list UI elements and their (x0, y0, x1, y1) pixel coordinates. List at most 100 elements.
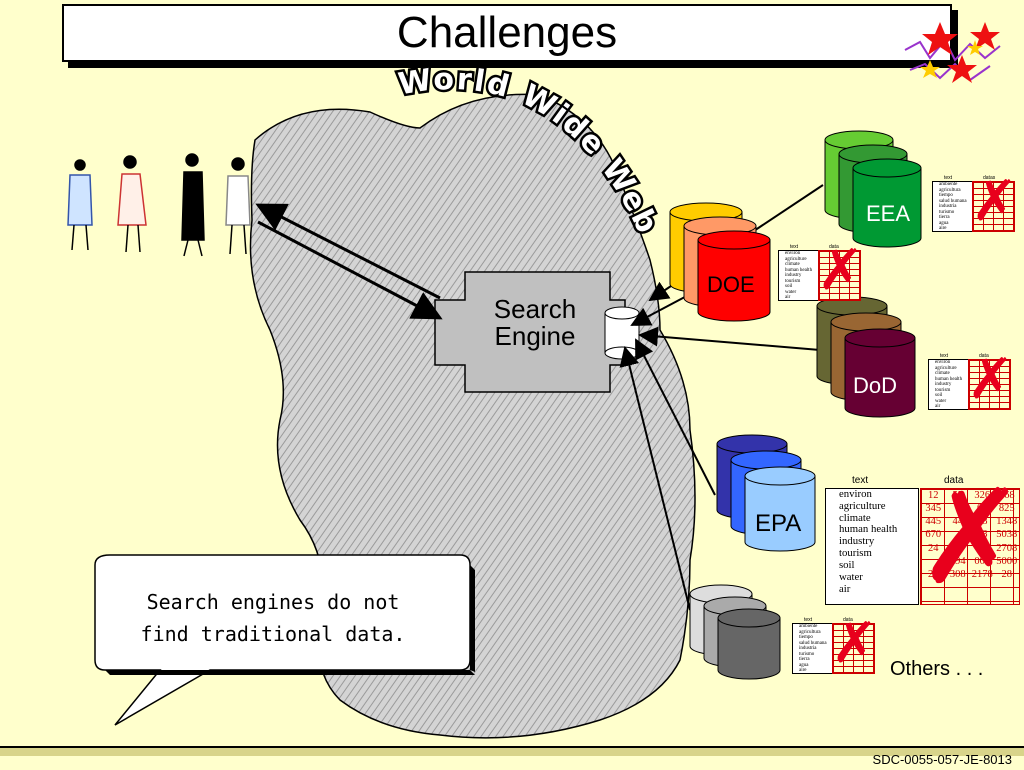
red-cross-icon: ✗ (967, 347, 1014, 412)
table-text-item: soil (785, 284, 793, 289)
table-text-item: air (839, 582, 851, 595)
table-text-item: agricultura (939, 187, 961, 193)
footer-bar: SDC-0055-057-JE-8013 (0, 746, 1024, 770)
table-text-item: agricultura (799, 629, 821, 635)
database-cylinder (744, 466, 816, 552)
table-data-cell: 326 (974, 490, 991, 501)
database-stack-eea (824, 130, 922, 248)
table-text-item: environ (839, 488, 872, 500)
table-text-item: environ (935, 360, 951, 365)
table-text-header: text (944, 175, 953, 181)
table-text-item: aire (799, 668, 807, 673)
page-title: Challenges (396, 8, 618, 57)
table-data-grid (832, 623, 875, 674)
table-text-item: tiempo (939, 193, 953, 198)
table-data-cell: 825 (998, 503, 1015, 515)
database-layer (669, 130, 922, 680)
table-text-item: agua (939, 220, 949, 226)
title-box: Challenges (62, 4, 952, 62)
table-text-item: agriculture (785, 256, 807, 262)
table-data-cell: 00 (977, 503, 988, 515)
table-data-cell: 670 (925, 529, 942, 541)
table-data-cell: 308 (949, 568, 966, 580)
table-data-cell: 28 (1001, 568, 1013, 580)
person-icon-4 (225, 157, 251, 255)
table-text-item: air (935, 404, 941, 409)
database-stack-dod (816, 296, 916, 418)
table-text-item: salud humana (799, 640, 827, 646)
table-text-item: industria (939, 204, 957, 209)
red-cross-icon: ✗ (831, 611, 878, 676)
table-data-row: 24 2708 (921, 542, 1019, 555)
table-text-item: tierra (939, 215, 950, 220)
person-icon-1 (67, 159, 93, 251)
table-data-cell: 12 (928, 490, 939, 501)
table-text-item: tourism (839, 547, 872, 560)
table-text-item: water (785, 289, 797, 295)
database-cylinder (717, 608, 781, 680)
table-data-cell: 1348 (996, 516, 1018, 528)
table-data-header: data (843, 617, 853, 623)
table-data-header: data (829, 244, 839, 250)
table-text-item: tiempo (799, 635, 813, 640)
table-data-grid (818, 250, 861, 301)
table-text-item: air (785, 295, 791, 300)
callout-text: Search engines do not find traditional d… (108, 586, 438, 650)
db-label-eea: EEA (866, 201, 911, 226)
person-icon-2 (117, 155, 147, 253)
red-cross-icon: ✗ (971, 169, 1018, 234)
table-data-cell: 2178 (971, 568, 993, 580)
table-data-cell: 445 (925, 516, 942, 528)
others-label: Others . . . (890, 658, 984, 680)
table-text-item: agriculture (839, 499, 886, 512)
table-text-item: industria (799, 646, 817, 651)
search-engine-label-line1: Search (493, 294, 577, 324)
connector-others (619, 346, 691, 611)
table-text-item: tierra (799, 657, 810, 662)
table-data-cell: 5038 (996, 529, 1018, 541)
table-text-item: agua (799, 662, 809, 668)
people-icons (67, 153, 251, 257)
table-data-grid (972, 181, 1015, 232)
table-text-item: environ (785, 251, 801, 256)
table-text-item: ambiente (799, 624, 818, 629)
database-cylinder (844, 328, 916, 418)
table-text-header: text (790, 244, 799, 250)
database-stack-doe (669, 202, 771, 322)
table-text-item: human health (785, 267, 813, 273)
table-text-header: text (804, 617, 813, 623)
table-text-item: climate (839, 511, 871, 524)
database-cylinder (852, 158, 922, 248)
table-text-item: human health (935, 376, 963, 382)
connector-epa (635, 338, 716, 496)
starburst-decoration (904, 22, 1001, 83)
arrow-people-to-engine (257, 220, 443, 320)
db-label-doe: DOE (707, 272, 755, 297)
table-text-header: text (852, 475, 869, 486)
table-text-item: agriculture (935, 365, 957, 371)
table-text-item: tourism (935, 387, 951, 393)
table-text-item: soil (839, 558, 855, 571)
table-data-cell: 2708 (996, 542, 1018, 554)
table-text-item: industry (839, 535, 875, 548)
table-text-item: soil (935, 393, 943, 398)
db-label-dod: DoD (853, 373, 898, 398)
table-data-cell: 008 (974, 555, 991, 567)
table-data-cell: 368 (998, 490, 1015, 501)
connector-dod (638, 326, 821, 351)
search-engine-label-line2: Engine (494, 321, 576, 351)
table-text-item: turismo (939, 209, 955, 215)
table-data-cell: 24 (928, 542, 939, 554)
table-data-cell: 44 (952, 516, 964, 528)
table-text-header: text (940, 353, 949, 359)
table-text-item: ambiente (939, 182, 958, 187)
table-text-item: aire (939, 226, 947, 231)
table-text-item: water (839, 570, 863, 583)
